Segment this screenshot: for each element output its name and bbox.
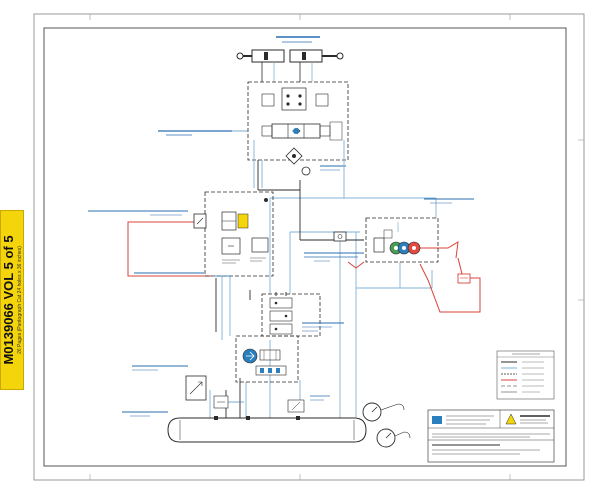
pressure-gauges bbox=[362, 402, 411, 448]
pump-group-box bbox=[365, 217, 439, 263]
line-legend bbox=[496, 350, 555, 400]
return-lines-blue bbox=[209, 140, 437, 438]
check-valve-label bbox=[304, 252, 364, 262]
title-block bbox=[427, 409, 555, 463]
steering-directional-valve bbox=[261, 121, 343, 141]
pump-group-components bbox=[373, 222, 421, 255]
brake-control-label bbox=[302, 322, 344, 332]
hydraulic-tank-label bbox=[122, 411, 168, 417]
volume-side-tab: M0139066 VOL 5 of 5 26 Pages (Pantograph… bbox=[0, 210, 24, 390]
brake-control-valves bbox=[269, 297, 293, 335]
pump-filter-components bbox=[242, 348, 287, 376]
brake-accumulator-label bbox=[134, 272, 232, 277]
volume-subtitle: 26 Pages (Pantograph Cat 24 holes x 36 i… bbox=[17, 246, 23, 354]
pump-group-label bbox=[424, 198, 474, 204]
tank-fittings bbox=[213, 395, 330, 413]
pump-filter-box bbox=[235, 335, 299, 383]
sheet-inner-border bbox=[43, 27, 567, 467]
priority-valve-label bbox=[320, 165, 346, 171]
brake-valve-group-label bbox=[88, 210, 188, 216]
motor-indicator bbox=[457, 273, 471, 284]
steering-valve-group-label bbox=[158, 130, 248, 136]
steering-cylinders-label bbox=[276, 36, 320, 43]
brake-valve-group-box bbox=[204, 191, 274, 277]
hydraulic-tank bbox=[167, 416, 367, 443]
steering-cylinders bbox=[236, 49, 344, 82]
steering-relief-valves bbox=[261, 87, 329, 111]
brake-valve-group-components bbox=[193, 198, 269, 264]
sheet-outer-border bbox=[33, 13, 585, 481]
red-circuit-lines bbox=[127, 221, 481, 313]
priority-valve bbox=[285, 147, 311, 176]
relief-valve-left bbox=[185, 375, 207, 401]
check-valve bbox=[333, 231, 347, 242]
volume-title: M0139066 VOL 5 of 5 bbox=[1, 235, 16, 365]
relief-valve-left-label bbox=[132, 365, 188, 371]
